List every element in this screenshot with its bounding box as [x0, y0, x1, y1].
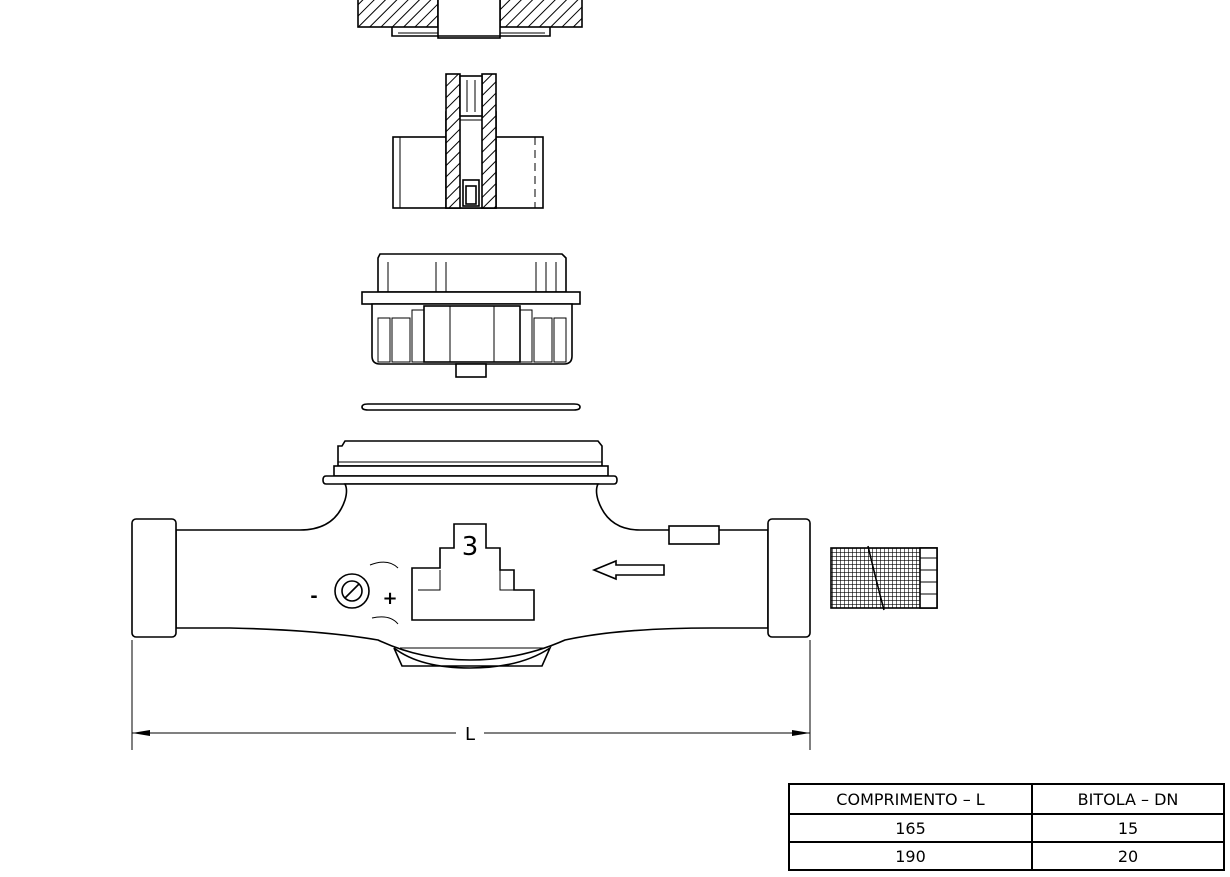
ring-nut [361, 253, 581, 378]
body-number-label: 3 [462, 532, 479, 562]
register-insert [392, 73, 544, 209]
table-row: 190 20 [788, 841, 1225, 871]
cell-length: 190 [788, 841, 1033, 871]
plus-sign-label: + [382, 588, 397, 609]
strainer-mesh [830, 545, 938, 611]
minus-sign-label: - [310, 586, 317, 607]
gasket-ring [361, 403, 581, 411]
cell-gauge: 20 [1031, 841, 1225, 871]
column-header-gauge: BITOLA – DN [1031, 783, 1225, 815]
dimension-L [131, 640, 811, 750]
table-row: 165 15 [788, 813, 1225, 843]
dimension-table: COMPRIMENTO – L BITOLA – DN 165 15 190 2… [788, 783, 1225, 871]
column-header-length: COMPRIMENTO – L [788, 783, 1033, 815]
dimension-label: L [465, 724, 475, 745]
cell-gauge: 15 [1031, 813, 1225, 843]
table-header-row: COMPRIMENTO – L BITOLA – DN [788, 783, 1225, 815]
cover-cap [357, 0, 583, 39]
meter-body [131, 440, 811, 669]
cell-length: 165 [788, 813, 1033, 843]
